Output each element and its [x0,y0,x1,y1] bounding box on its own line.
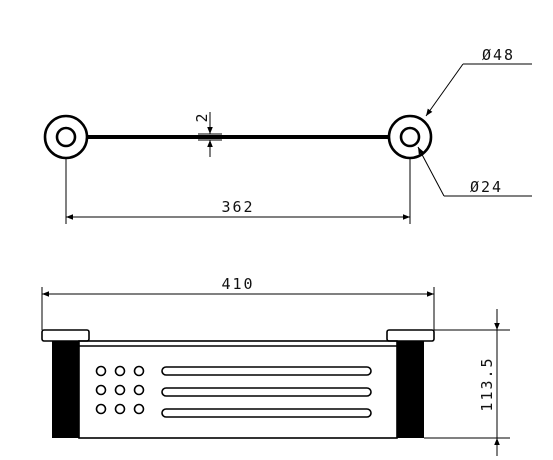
drain-slot [161,366,372,376]
dimension-length: 362 [65,158,411,224]
drain-hole [114,403,126,415]
dimension-height-label: 113.5 [478,356,496,411]
front-view: 410 113.5 [41,275,510,456]
dimension-thickness-label: 2 [193,111,211,122]
hole-grid [95,365,145,415]
drain-hole [114,384,126,396]
dimension-inner-diameter: Ø24 [417,146,532,197]
dimension-width-label: 410 [221,275,254,293]
drain-slot [161,387,372,397]
drain-hole [114,365,126,377]
drain-hole [133,365,145,377]
dimension-inner-diameter-label: Ø24 [470,178,503,196]
dimension-outer-diameter-label: Ø48 [482,46,515,64]
dimension-thickness: 2 [193,111,222,157]
slot-group [161,366,372,418]
drain-hole [95,403,107,415]
left-bracket [41,329,90,438]
drain-hole [95,384,107,396]
drain-hole [133,403,145,415]
right-bracket [386,329,435,438]
drain-hole [95,365,107,377]
dimension-outer-diameter: Ø48 [425,46,532,117]
dimension-width: 410 [41,275,435,330]
drain-slot [161,408,372,418]
right-wall-mount [387,114,433,160]
left-wall-mount [43,114,89,160]
dimension-height: 113.5 [424,309,510,456]
top-view: 362 2 Ø48 Ø24 [43,46,532,224]
dimension-length-label: 362 [221,198,254,216]
basket-body [78,340,398,439]
drain-hole [133,384,145,396]
